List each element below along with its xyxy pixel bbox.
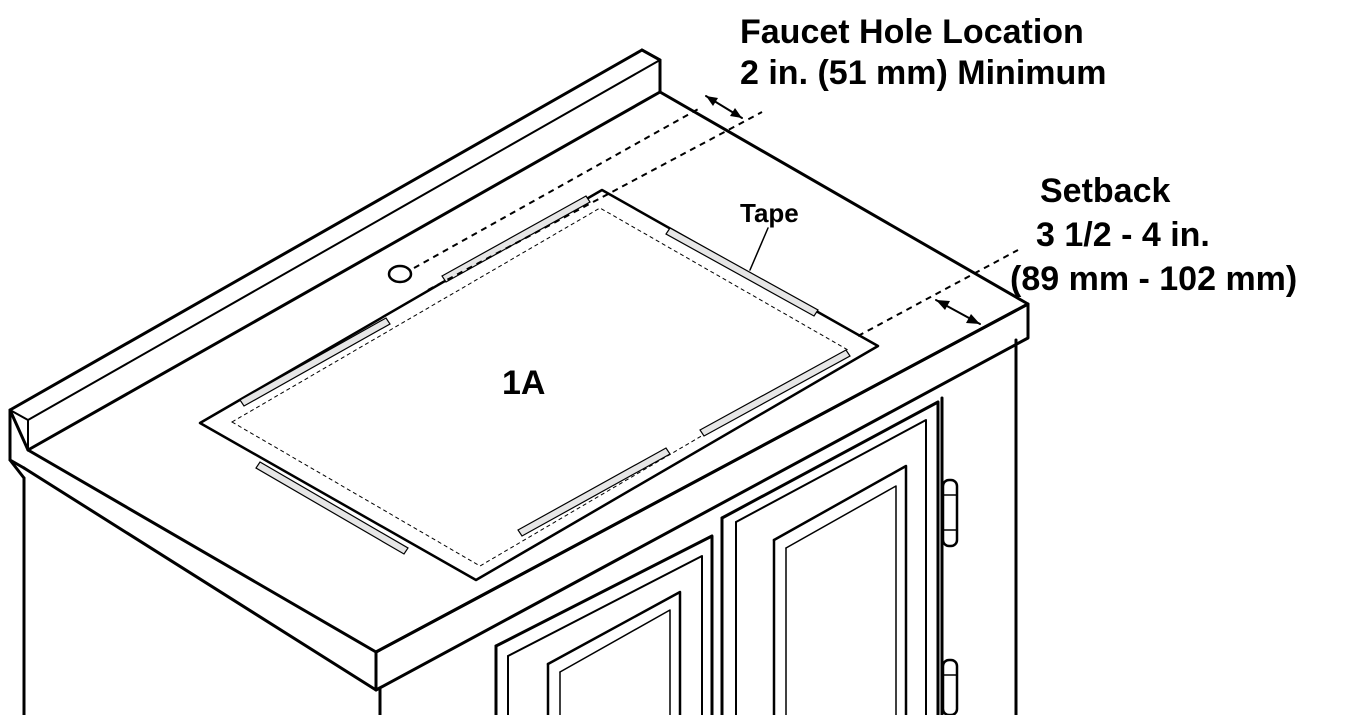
cabinet-doors <box>494 400 940 715</box>
tape-strip <box>441 195 591 283</box>
tape-leader-line <box>749 227 769 271</box>
tape-strip <box>699 349 851 437</box>
faucet-label-line2: 2 in. (51 mm) Minimum <box>740 54 1107 92</box>
guide-lines <box>413 107 1019 337</box>
setback-label-line1: Setback <box>1040 172 1170 210</box>
tape-strip <box>239 317 391 407</box>
faucet-hole-icon <box>387 264 413 284</box>
cabinet <box>22 338 1018 715</box>
dimension-arrow-faucet-icon <box>705 95 743 119</box>
hinge-upper-icon <box>941 478 959 548</box>
door-hinges <box>941 478 959 715</box>
hinge-lower-icon <box>941 658 959 715</box>
setback-label-line3: (89 mm - 102 mm) <box>1010 260 1297 298</box>
backsplash-guide-line <box>427 111 763 291</box>
tape-strip <box>665 227 819 317</box>
tape-strip <box>255 461 409 555</box>
countertop <box>8 48 1030 692</box>
faucet-label-line1: Faucet Hole Location <box>740 13 1084 51</box>
tape-label: Tape <box>740 198 799 228</box>
faucet-hole-guide-line <box>413 107 701 269</box>
setback-label-line2: 3 1/2 - 4 in. <box>1036 216 1210 254</box>
template-label: 1A <box>502 364 545 402</box>
setback-guide-line <box>857 249 1019 337</box>
tape-strips <box>239 195 851 555</box>
tape-strip <box>517 447 671 537</box>
dimension-arrow-setback-icon <box>935 299 981 325</box>
